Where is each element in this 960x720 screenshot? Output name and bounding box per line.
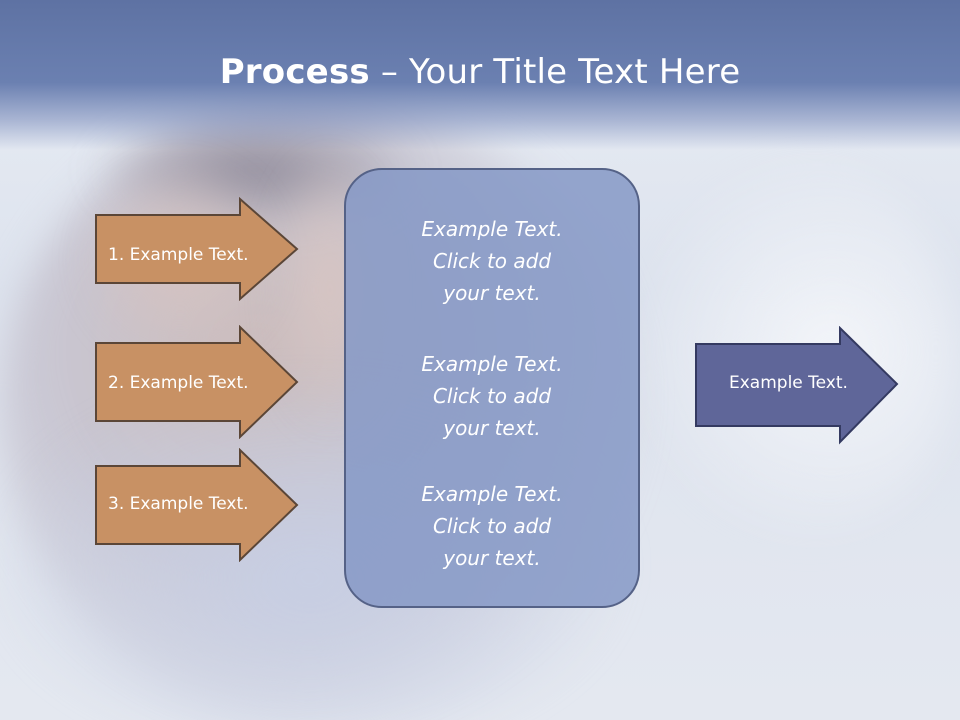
center-process-box[interactable] — [344, 168, 640, 608]
input-arrow-2[interactable] — [94, 325, 300, 439]
input-arrow-2-label: 2. Example Text. — [108, 373, 249, 393]
title-rest: – Your Title Text Here — [369, 52, 741, 92]
center-paragraph-2: Example Text. Click to add your text. — [344, 348, 640, 444]
title-band — [0, 0, 960, 150]
center-paragraph-1-line-3: your text. — [443, 281, 541, 305]
center-paragraph-1: Example Text. Click to add your text. — [344, 213, 640, 309]
slide-title[interactable]: Process – Your Title Text Here — [0, 52, 960, 92]
center-paragraph-1-line-1: Example Text. — [421, 217, 563, 241]
input-arrow-1[interactable] — [94, 197, 300, 301]
input-arrow-3-label: 3. Example Text. — [108, 494, 249, 514]
center-paragraph-2-line-3: your text. — [443, 416, 541, 440]
center-paragraph-2-line-1: Example Text. — [421, 352, 563, 376]
title-bold: Process — [219, 52, 370, 92]
center-paragraph-3-line-3: your text. — [443, 546, 541, 570]
center-paragraph-1-line-2: Click to add — [432, 249, 552, 273]
center-paragraph-3: Example Text. Click to add your text. — [344, 478, 640, 574]
output-arrow-label: Example Text. — [729, 373, 848, 393]
center-paragraph-2-line-2: Click to add — [432, 384, 552, 408]
output-arrow[interactable] — [694, 326, 900, 446]
input-arrow-1-label: 1. Example Text. — [108, 245, 249, 265]
input-arrow-3[interactable] — [94, 448, 300, 562]
center-paragraph-3-line-1: Example Text. — [421, 482, 563, 506]
center-paragraph-3-line-2: Click to add — [432, 514, 552, 538]
